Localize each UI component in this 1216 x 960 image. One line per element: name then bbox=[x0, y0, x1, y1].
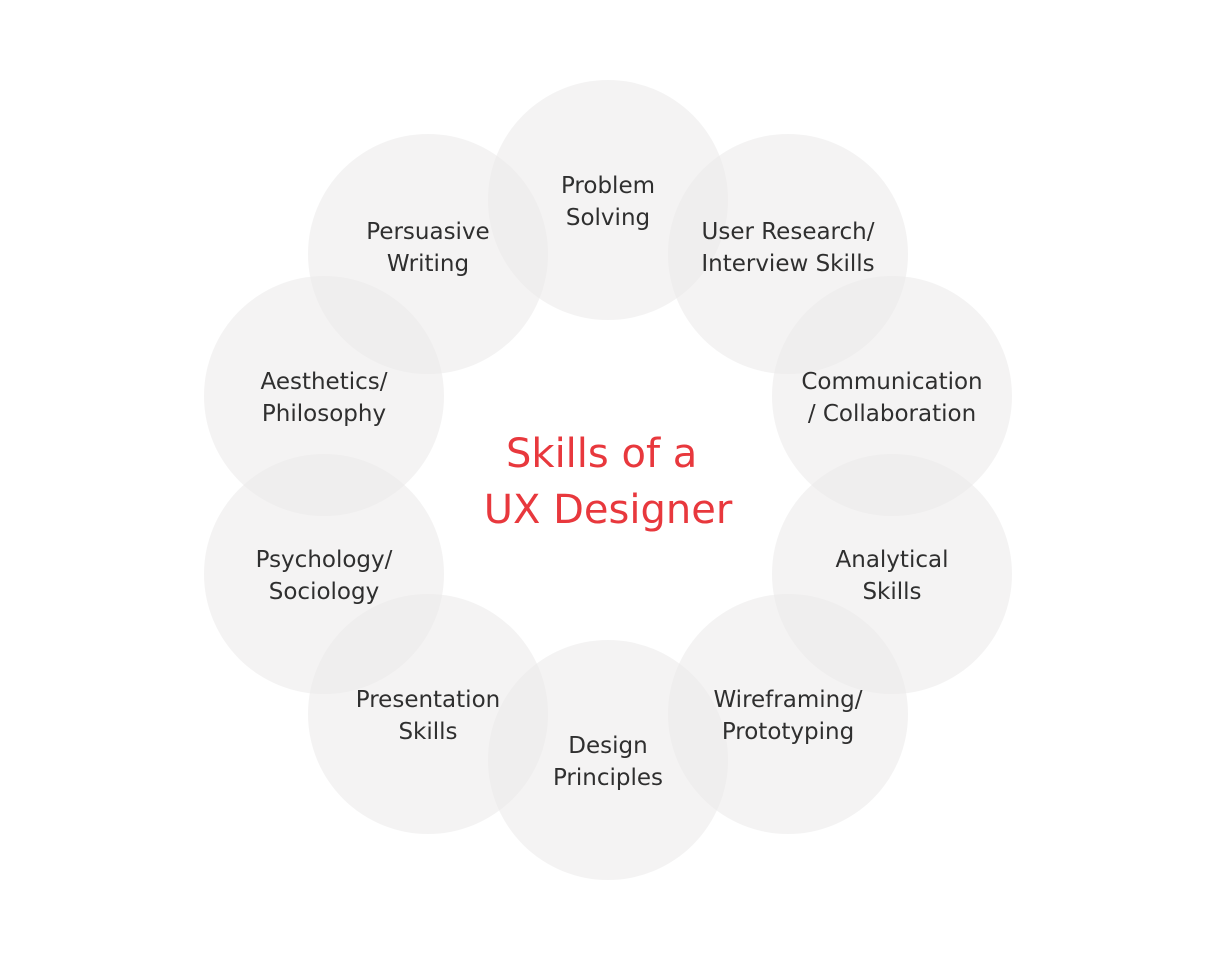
skill-label-user-research: User Research/Interview Skills bbox=[701, 219, 874, 277]
skill-label-line: Solving bbox=[566, 205, 650, 231]
skill-label-line: Analytical bbox=[836, 547, 949, 573]
skill-label-psychology: Psychology/Sociology bbox=[256, 547, 393, 605]
center-title: Skills of a UX Designer bbox=[484, 431, 733, 533]
skill-circle-psychology bbox=[204, 454, 444, 694]
skill-label-communication: Communication / Collaboration bbox=[801, 369, 982, 427]
skill-label-line: Persuasive bbox=[366, 219, 489, 245]
center-title-line-1: Skills of a bbox=[506, 431, 697, 477]
circles-layer bbox=[204, 80, 1012, 880]
skill-circle-design-principles bbox=[488, 640, 728, 880]
skill-label-line: Problem bbox=[561, 173, 655, 199]
skill-label-line: Communication bbox=[801, 369, 982, 395]
skill-circle-communication bbox=[772, 276, 1012, 516]
skill-label-line: Design bbox=[568, 733, 647, 759]
skill-label-line: Prototyping bbox=[722, 719, 854, 745]
skill-label-line: Interview Skills bbox=[701, 251, 874, 277]
skill-label-line: Philosophy bbox=[262, 401, 386, 427]
skill-label-aesthetics: Aesthetics/Philosophy bbox=[261, 369, 388, 427]
skill-label-line: Wireframing/ bbox=[713, 687, 862, 713]
skill-label-line: Writing bbox=[387, 251, 469, 277]
skill-label-line: Presentation bbox=[356, 687, 500, 713]
skill-label-line: / Collaboration bbox=[808, 401, 976, 427]
skill-label-line: Skills bbox=[398, 719, 457, 745]
skill-label-line: Sociology bbox=[269, 579, 379, 605]
skill-label-line: Skills bbox=[862, 579, 921, 605]
skill-circle-wireframing bbox=[668, 594, 908, 834]
skill-circle-persuasive-writing bbox=[308, 134, 548, 374]
center-title-line-2: UX Designer bbox=[484, 487, 733, 533]
skill-label-line: Principles bbox=[553, 765, 663, 791]
skill-label-line: Aesthetics/ bbox=[261, 369, 388, 395]
skill-label-line: Psychology/ bbox=[256, 547, 393, 573]
skill-circle-problem-solving bbox=[488, 80, 728, 320]
skill-label-line: User Research/ bbox=[702, 219, 875, 245]
skill-label-wireframing: Wireframing/Prototyping bbox=[713, 687, 862, 745]
